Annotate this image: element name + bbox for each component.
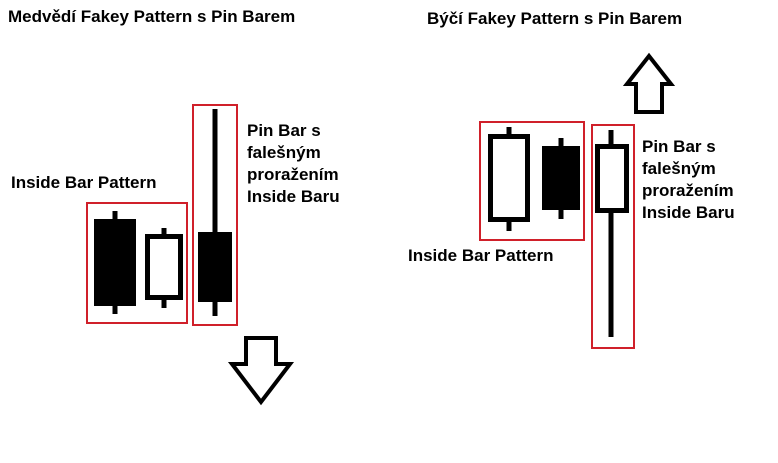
bearish-mother-candle	[94, 211, 136, 314]
bearish-pin-bar-label: Pin Bar s falešným proražením Inside Bar…	[247, 120, 340, 208]
bullish-pin-bar-label-line-3: proražením	[642, 181, 734, 200]
bullish-pin-bar-label: Pin Bar s falešným proražením Inside Bar…	[642, 136, 735, 224]
bearish-pin-bar-label-line-3: proražením	[247, 165, 339, 184]
down-arrow-icon	[227, 336, 295, 406]
bullish-title: Býčí Fakey Pattern s Pin Barem	[427, 9, 683, 28]
bearish-pin-bar-label-line-2: falešným	[247, 143, 321, 162]
bullish-inside-bar-box	[479, 121, 585, 241]
bullish-pin-bar-label-line-1: Pin Bar s	[642, 137, 716, 156]
bullish-mother-candle	[488, 127, 530, 231]
bearish-inside-candle	[145, 228, 183, 308]
up-arrow-icon	[622, 52, 676, 114]
bullish-inside-candle	[542, 138, 580, 219]
bearish-inside-bar-pattern	[86, 202, 188, 324]
bullish-inside-bar-pattern	[479, 121, 585, 241]
bearish-inside-bar-label: Inside Bar Pattern	[11, 173, 157, 192]
bearish-title: Medvědí Fakey Pattern s Pin Barem	[8, 7, 296, 26]
bearish-inside-bar-box	[86, 202, 188, 324]
bearish-pin-bar-box	[192, 104, 238, 326]
bearish-pin-bar-label-line-1: Pin Bar s	[247, 121, 321, 140]
bullish-pin-bar	[591, 124, 635, 349]
bullish-pin-bar-label-line-4: Inside Baru	[642, 203, 735, 222]
bullish-pin-bar-box	[591, 124, 635, 349]
bullish-inside-bar-label: Inside Bar Pattern	[408, 246, 554, 265]
bearish-pin-bar-label-line-4: Inside Baru	[247, 187, 340, 206]
bullish-pin-bar-label-line-2: falešným	[642, 159, 716, 178]
bearish-pin-bar	[192, 104, 238, 326]
